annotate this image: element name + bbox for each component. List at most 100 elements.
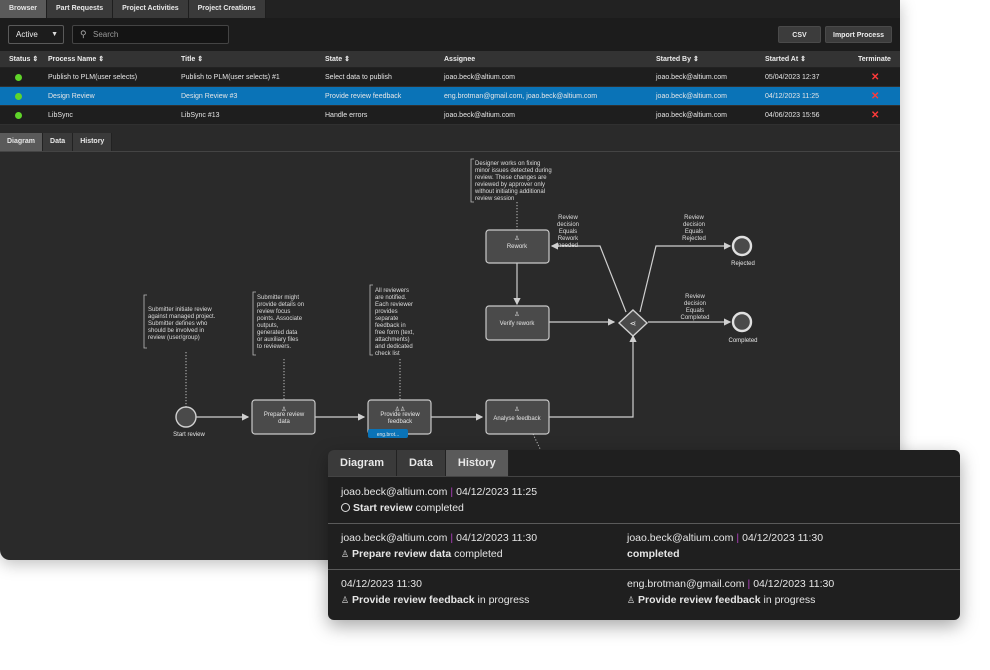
header-process-name[interactable]: Process Name ⇕ [48,56,105,63]
diagram-text: review session [475,196,514,202]
status-filter-select[interactable]: Active ▼ [8,25,64,44]
end-event-label: Completed [728,338,757,344]
diagram-text: reviewed by approver only [475,182,545,188]
diagram-text: Each reviewer [375,302,413,308]
cell-state: Handle errors [325,112,368,119]
cell-started-at: 04/06/2023 15:56 [765,112,820,119]
diagram-text: needed [558,243,578,249]
import-process-button[interactable]: Import Process [825,26,892,43]
note-bracket [369,284,373,356]
diagram-text: decision [557,222,579,228]
table-row[interactable]: Publish to PLM(user selects) Publish to … [0,68,900,87]
cell-process-name: Design Review [48,93,95,100]
header-state[interactable]: State ⇕ [325,56,350,63]
tab-history[interactable]: History [73,133,113,151]
terminate-icon[interactable]: ✕ [871,91,880,102]
diagram-text: points. Associate [257,316,303,322]
diagram-text: generated data [257,330,298,336]
history-entry: 04/12/2023 11:30 ♙Provide review feedbac… [341,578,529,606]
flow-gateway-rejected [639,242,732,313]
cell-process-name: Publish to PLM(user selects) [48,74,138,81]
history-time: 04/12/2023 11:30 [341,578,422,590]
note-bracket [470,158,474,203]
diagram-text: check list [375,351,400,357]
diagram-text: review. These changes are [475,175,547,181]
chevron-down-icon: ▼ [51,31,58,38]
task-label: Provide review [380,412,420,418]
history-entry: joao.beck@altium.com|04/12/2023 11:30 co… [627,532,824,560]
detail-tabs: Diagram Data History [0,133,113,151]
note-submitter: Submitter initiate review against manage… [148,307,216,341]
diagram-text: attachments) [375,337,410,343]
start-event-icon [341,503,350,512]
tab-project-creations[interactable]: Project Creations [188,0,266,18]
history-time: 04/12/2023 11:30 [456,532,538,544]
diagram-text: decision [684,301,706,307]
diagram-text: review focus [257,309,290,315]
header-status[interactable]: Status ⇕ [9,56,39,63]
diagram-canvas: Start review ♙ Prepare review data ♙♙ Pr… [143,158,758,458]
cell-state: Select data to publish [325,74,392,81]
terminate-icon[interactable]: ✕ [871,110,880,121]
header-title[interactable]: Title ⇕ [181,56,204,63]
start-event-label: Start review [173,432,205,438]
header-assignee[interactable]: Assignee [444,56,476,63]
tab-divider [328,476,960,477]
tab-data[interactable]: Data [43,133,74,151]
note-details: Submitter might provide details on revie… [257,295,304,350]
tab-history[interactable]: History [445,450,509,476]
condition-rework: Review decision Equals Rework needed [557,215,579,249]
task-prepare-review-data [251,399,316,435]
user-icon: ♙ [281,406,286,413]
task-label: Prepare review [264,412,305,418]
terminate-icon[interactable]: ✕ [871,72,880,83]
csv-button[interactable]: CSV [778,26,821,43]
tab-project-activities[interactable]: Project Activities [113,0,189,18]
task-label: Rework [507,244,528,250]
users-icon: ♙ [341,595,350,605]
history-step: Start review [353,502,413,514]
header-terminate: Terminate [858,56,891,63]
diagram-text: Submitter defines who [148,321,208,327]
history-panel: Diagram Data History joao.beck@altium.co… [328,450,960,620]
note-bracket [252,291,256,356]
cell-started-by: joao.beck@altium.com [656,74,727,81]
tab-part-requests[interactable]: Part Requests [47,0,114,18]
start-event [175,406,197,428]
diagram-text: separate [375,316,399,322]
tab-data[interactable]: Data [397,450,446,476]
diagram-text: Submitter initiate review [148,307,212,313]
diagram-text: and dedicated [375,344,413,350]
table-row[interactable]: LibSync LibSync #13 Handle errors joao.b… [0,106,900,125]
search-input[interactable] [93,28,223,41]
diagram-text: against managed project. [148,314,216,320]
history-time: 04/12/2023 11:30 [742,532,824,544]
diagram-text: Rework [558,236,579,242]
history-entry: eng.brotman@gmail.com|04/12/2023 11:30 ♙… [627,578,835,606]
diagram-text: provide details on [257,302,304,308]
task-label: Analyse feedback [493,416,541,422]
diagram-text: feedback in [375,323,406,329]
cell-title: LibSync #13 [181,112,220,119]
table-row-selected[interactable]: Design Review Design Review #3 Provide r… [0,87,900,106]
tab-browser[interactable]: Browser [0,0,48,18]
cell-started-at: 05/04/2023 12:37 [765,74,820,81]
header-started-by[interactable]: Started By ⇕ [656,56,699,63]
diagram-text: to reviewers. [257,344,291,350]
diagram-text: free form (text, [375,330,414,336]
flow-analyse-gateway [549,334,637,418]
diagram-text: should be involved in [148,328,204,334]
search-box[interactable]: ⚲ [72,25,229,44]
diagram-text: Review [684,215,704,221]
flow-gateway-rework [550,242,627,313]
tab-diagram[interactable]: Diagram [328,450,398,476]
end-event-rejected [731,235,753,257]
cell-state: Provide review feedback [325,93,402,100]
history-user: joao.beck@altium.com [341,532,448,544]
header-started-at[interactable]: Started At ⇕ [765,56,807,63]
diagram-text: without initiating additional [474,189,545,195]
cell-started-at: 04/12/2023 11:25 [765,93,819,100]
history-entry: joao.beck@altium.com|04/12/2023 11:25 St… [341,486,538,514]
tab-diagram[interactable]: Diagram [0,133,44,151]
cell-process-name: LibSync [48,112,73,119]
